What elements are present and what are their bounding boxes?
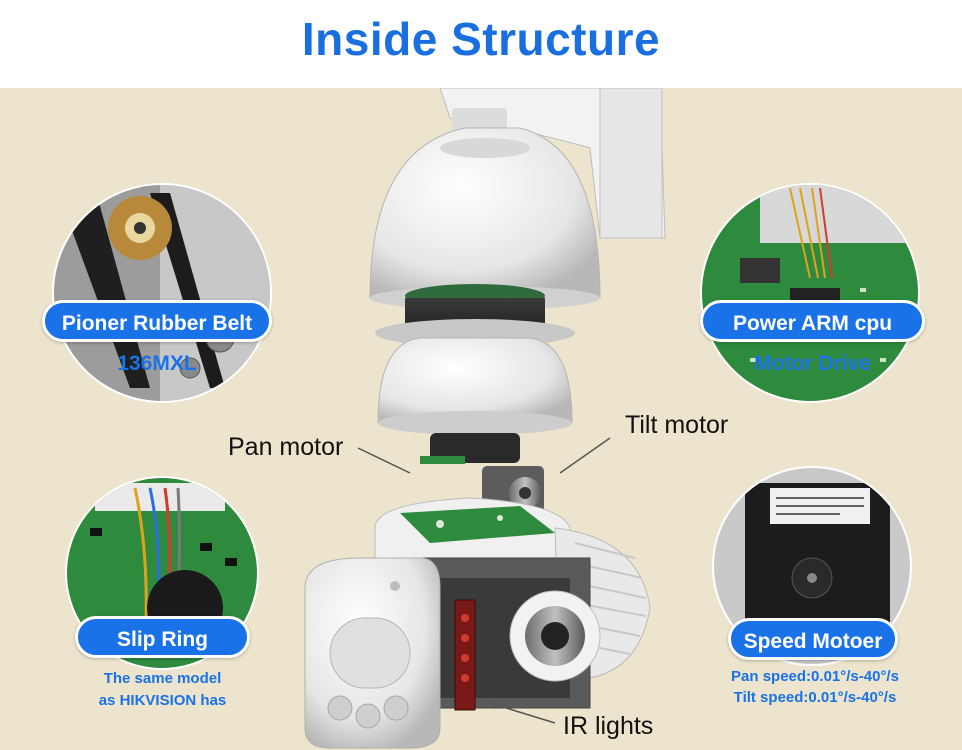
page-title: Inside Structure — [301, 13, 661, 65]
top-dome — [369, 127, 601, 310]
speed-detail-line1: Pan speed:0.01°/s-40°/s — [731, 668, 899, 685]
ir-panel — [454, 599, 476, 711]
tilt-motor-callout: Tilt motor — [625, 411, 729, 439]
speed-motor-label: Speed Motoer — [728, 618, 898, 660]
cpu-label: Power ARM cpu — [700, 300, 925, 342]
leader-lines — [357, 437, 611, 724]
pan-motor-callout: Pan motor — [228, 433, 344, 461]
wall-bracket — [439, 88, 666, 239]
ir-lights-callout: IR lights — [563, 712, 654, 740]
speed-detail-line2: Tilt speed:0.01°/s-40°/s — [733, 689, 897, 706]
belt-detail: 136MXL — [117, 352, 197, 375]
diagram-stage: Pioner Rubber Belt 136MXL Power ARM cpu … — [0, 88, 962, 750]
tilt-frame — [419, 557, 601, 709]
slip-ring-detail-line1: The same model — [103, 670, 222, 687]
belt-label: Pioner Rubber Belt — [42, 300, 272, 342]
pan-motor-puck — [420, 433, 520, 464]
middle-dome — [377, 337, 573, 435]
slip-ring-detail-line2: as HIKVISION has — [98, 692, 227, 709]
slip-ring-label: Slip Ring — [75, 616, 250, 658]
cpu-detail: Motor Drive — [754, 352, 871, 375]
front-cover — [304, 557, 441, 749]
belt-detail-image — [52, 183, 272, 403]
